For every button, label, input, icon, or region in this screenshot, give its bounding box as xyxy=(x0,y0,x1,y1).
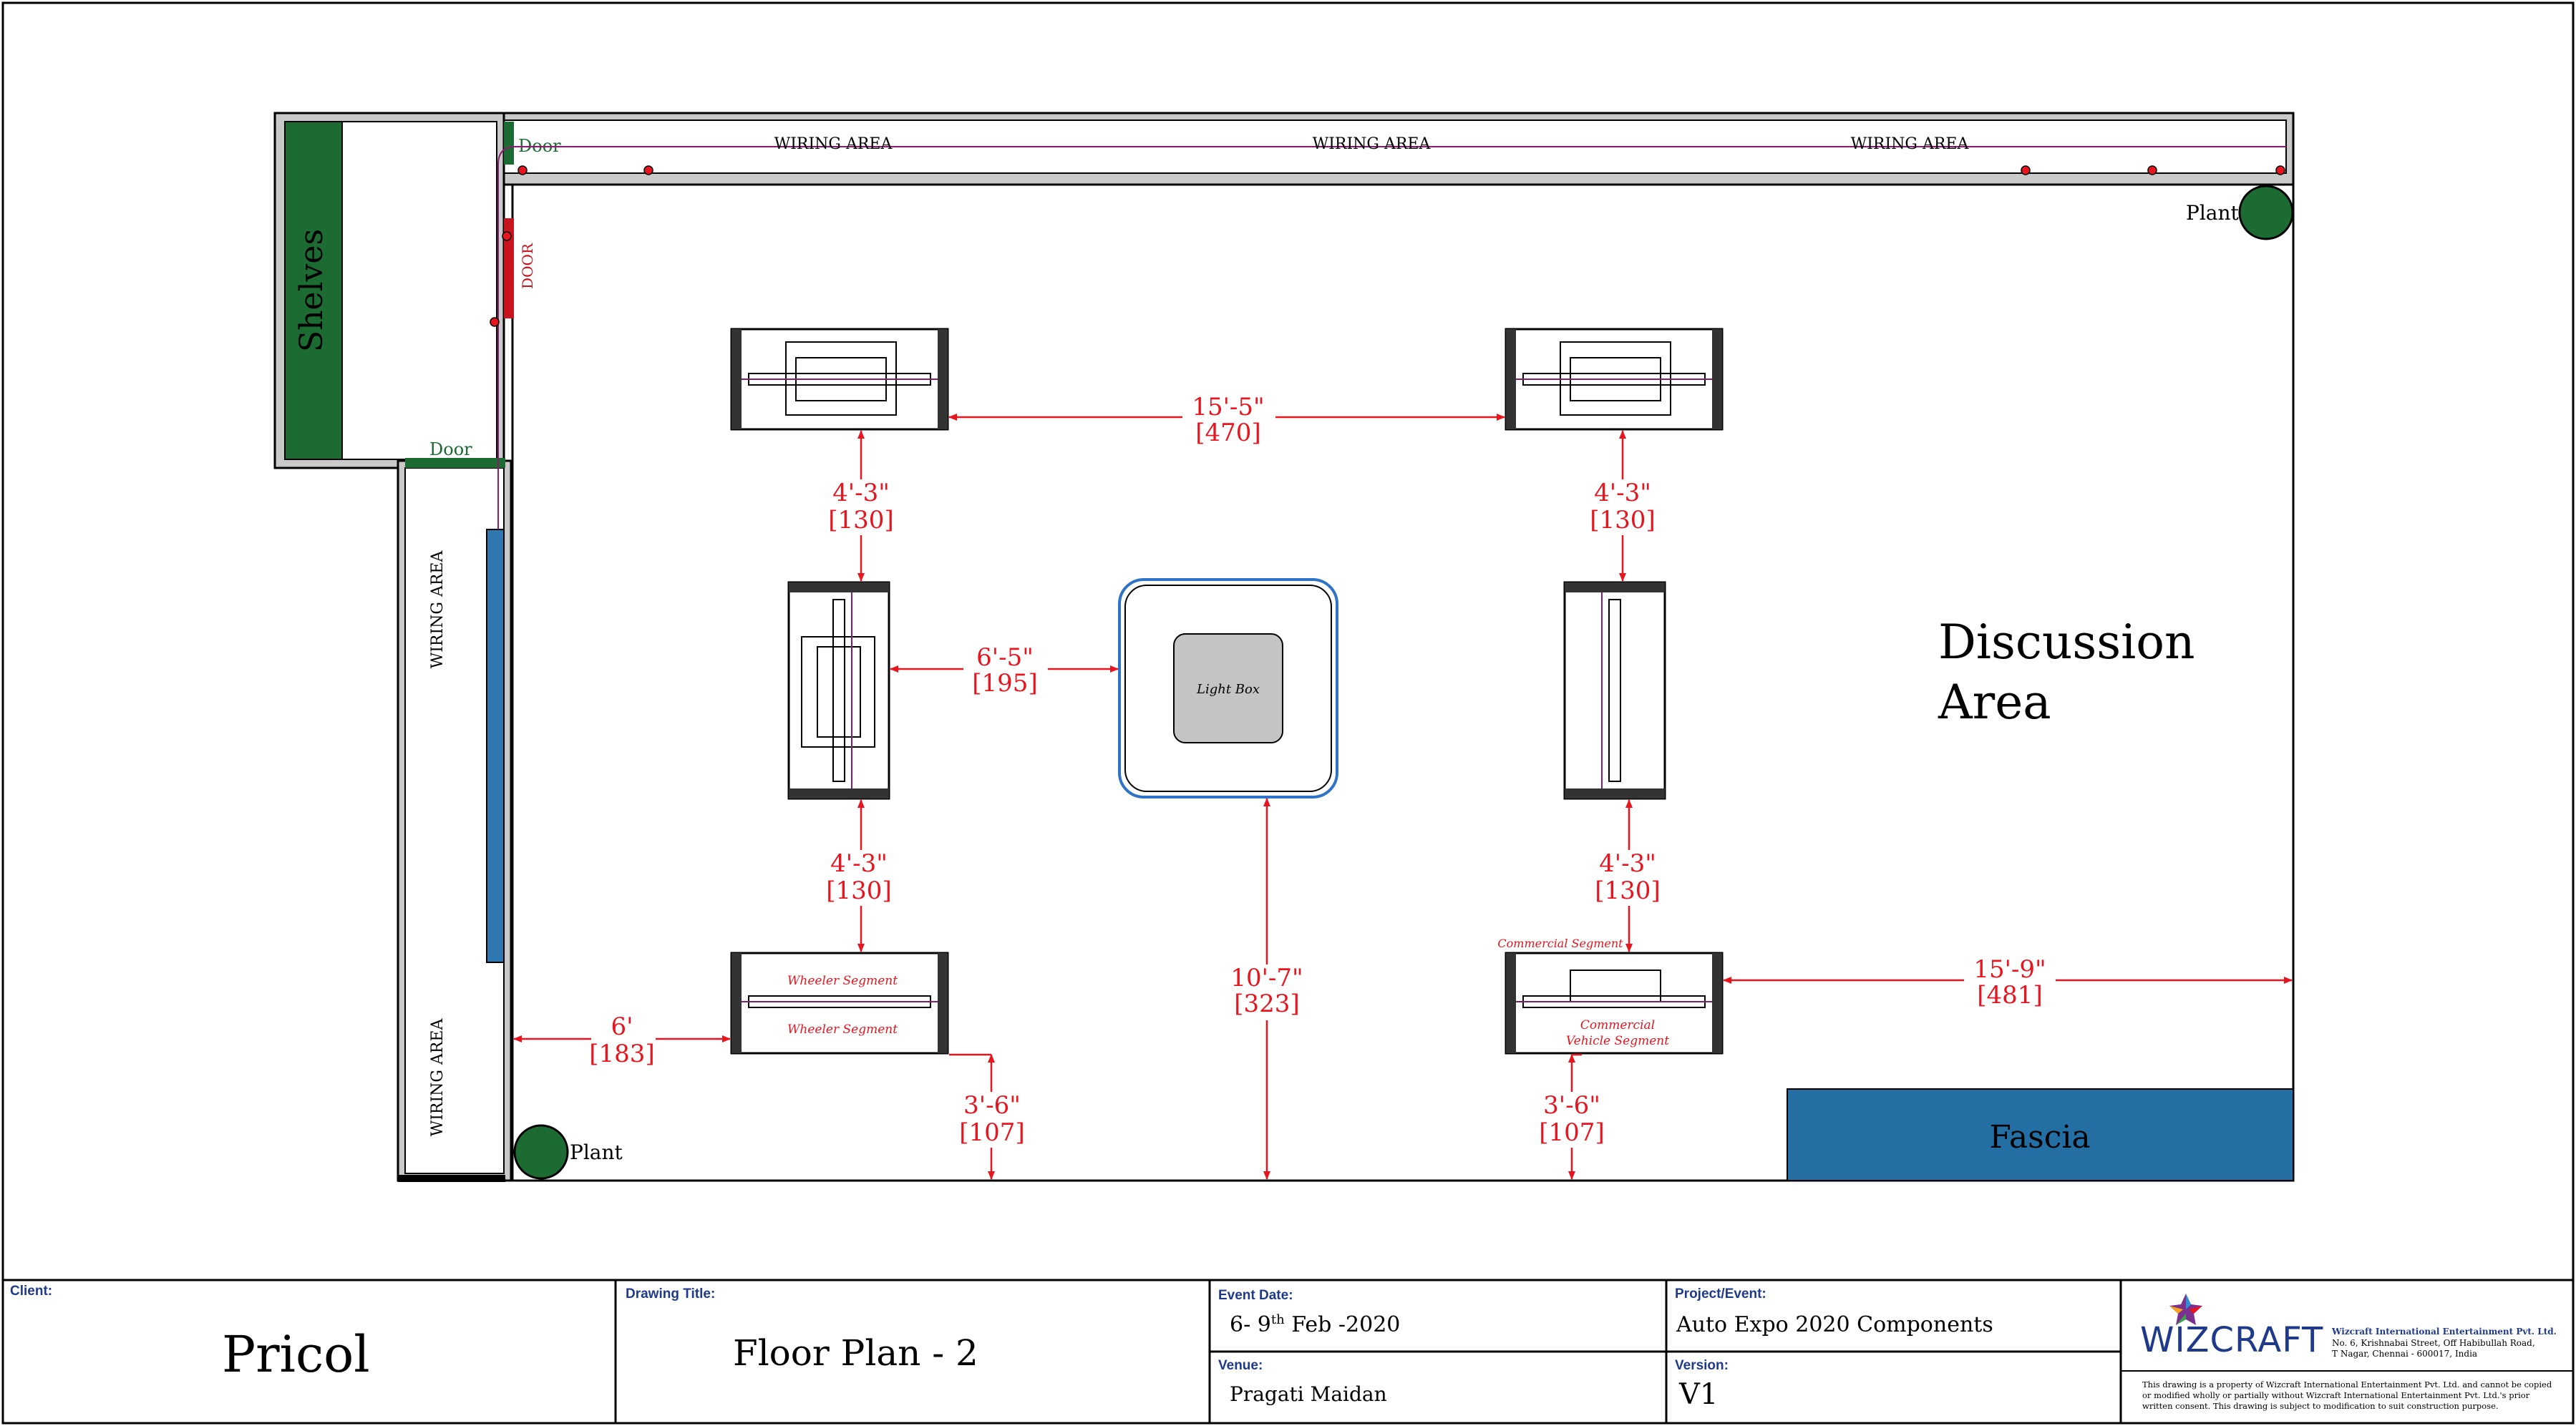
company-name: Wizcraft International Entertainment Pvt… xyxy=(2332,1327,2557,1337)
wiring-area-top-3: WIRING AREA xyxy=(1851,135,1970,153)
wizcraft-star-icon xyxy=(2169,1294,2202,1325)
dim-right-upper-mm: [130] xyxy=(1590,506,1655,534)
commercial-segment-label-top: Commercial Segment xyxy=(1497,937,1623,950)
fascia-block xyxy=(1787,1088,2294,1181)
podium-top-right xyxy=(1505,328,1724,431)
dim-top-span-mm: [470] xyxy=(1195,419,1260,447)
venue-value: Pragati Maidan xyxy=(1230,1382,1387,1406)
wiring-area-left-1: WIRING AREA xyxy=(429,550,447,669)
discussion-area-label-1: Discussion xyxy=(1938,615,2195,670)
dim-mid-span-mm: [195] xyxy=(972,669,1037,698)
podium-middle-right xyxy=(1563,581,1666,800)
version-value: V1 xyxy=(1679,1378,1719,1411)
titleblock-frame xyxy=(3,1279,2573,1423)
bottom-door-block xyxy=(405,458,505,468)
plant-bottom-left-label: Plant xyxy=(570,1141,623,1164)
wall-panel xyxy=(486,529,505,963)
shelves-label: Shelves xyxy=(293,229,330,352)
copyright-note-2: or modified wholly or partially without … xyxy=(2142,1390,2530,1400)
client-value: Pricol xyxy=(222,1325,370,1384)
dim-left-lower-mm: [130] xyxy=(826,876,891,905)
dim-right-bottom-mm: [107] xyxy=(1539,1118,1604,1147)
event-date-day: 6- 9 xyxy=(1230,1312,1271,1337)
copyright-note-1: This drawing is a property of Wizcraft I… xyxy=(2142,1379,2552,1390)
project-value: Auto Expo 2020 Components xyxy=(1676,1312,1993,1337)
lightbox-core xyxy=(1173,633,1283,743)
dim-left-bottom-ft: 3'-6" xyxy=(963,1091,1021,1120)
plant-top-right xyxy=(2238,185,2294,240)
podium-top-left xyxy=(730,328,949,431)
wiring-area-top-1: WIRING AREA xyxy=(774,135,893,153)
dim-center-down-mm: [323] xyxy=(1234,990,1299,1018)
podium-bottom-left xyxy=(730,952,949,1055)
commercial-segment-label-2: Vehicle Segment xyxy=(1566,1034,1669,1048)
event-date-month: Feb -2020 xyxy=(1284,1312,1401,1337)
dim-right-upper-ft: 4'-3" xyxy=(1594,479,1651,507)
dim-right-bottom-ft: 3'-6" xyxy=(1543,1091,1600,1120)
vertical-door-block xyxy=(504,218,514,318)
company-address-1: No. 6, Krishnabai Street, Off Habibullah… xyxy=(2332,1338,2535,1348)
lightbox-inner-border xyxy=(1124,585,1332,792)
commercial-segment-label-1: Commercial xyxy=(1580,1018,1655,1032)
door-vertical-label: DOOR xyxy=(519,243,536,289)
dim-left-lower-ft: 4'-3" xyxy=(830,849,888,878)
dim-left-upper-ft: 4'-3" xyxy=(832,479,890,507)
drawing-title-label: Drawing Title: xyxy=(626,1286,716,1302)
wheeler-segment-label-top: Wheeler Segment xyxy=(787,974,898,988)
podium-bottom-right xyxy=(1505,952,1724,1055)
dimension-labels: 15'-5" [470] 4'-3" [130] 4'-3" [130] 6'-… xyxy=(589,391,2056,1148)
lightbox-label: Light Box xyxy=(1196,682,1260,697)
dim-right-span-mm: [481] xyxy=(1977,981,2042,1010)
dim-right-span-ft: 15'-9" xyxy=(1973,955,2046,984)
event-date-value: 6- 9th Feb -2020 xyxy=(1230,1312,1400,1337)
dim-left-wall-ft: 6' xyxy=(611,1012,633,1041)
client-label: Client: xyxy=(10,1284,53,1299)
cable-left xyxy=(497,146,516,529)
plant-bottom-left xyxy=(513,1124,569,1180)
dim-mid-span-ft: 6'-5" xyxy=(976,643,1034,672)
podium-middle-left xyxy=(787,581,890,800)
drawing-title-value: Floor Plan - 2 xyxy=(733,1332,978,1374)
event-date-label: Event Date: xyxy=(1218,1288,1293,1303)
project-label: Project/Event: xyxy=(1675,1286,1766,1302)
dim-left-wall-mm: [183] xyxy=(589,1040,654,1068)
dim-top-span-ft: 15'-5" xyxy=(1192,393,1264,421)
wheeler-segment-label-bottom: Wheeler Segment xyxy=(787,1022,898,1037)
version-label: Version: xyxy=(1675,1358,1729,1373)
dim-center-down-ft: 10'-7" xyxy=(1230,964,1303,992)
event-date-sup: th xyxy=(1270,1312,1285,1327)
discussion-area-label-2: Area xyxy=(1938,675,2051,730)
dim-right-lower-ft: 4'-3" xyxy=(1599,849,1656,878)
dim-right-lower-mm: [130] xyxy=(1595,876,1660,905)
wiring-area-top-2: WIRING AREA xyxy=(1313,135,1432,153)
cable-nodes xyxy=(490,165,2285,327)
wiring-area-left-2: WIRING AREA xyxy=(429,1018,447,1137)
dim-left-bottom-mm: [107] xyxy=(959,1118,1024,1147)
door-bottom-label: Door xyxy=(429,439,472,459)
copyright-note-3: written consent. This drawing is subject… xyxy=(2142,1401,2499,1411)
fascia-label: Fascia xyxy=(1989,1119,2090,1156)
dim-left-upper-mm: [130] xyxy=(828,506,893,534)
wizcraft-logo-text: WIZCRAFT xyxy=(2140,1320,2324,1360)
plant-top-right-label: Plant xyxy=(2186,201,2240,225)
shelves-block xyxy=(284,121,343,460)
company-address-2: T Nagar, Chennai - 600017, India xyxy=(2332,1349,2478,1359)
venue-label: Venue: xyxy=(1218,1358,1263,1373)
top-door-block xyxy=(504,122,514,165)
wall-base xyxy=(398,1175,505,1182)
